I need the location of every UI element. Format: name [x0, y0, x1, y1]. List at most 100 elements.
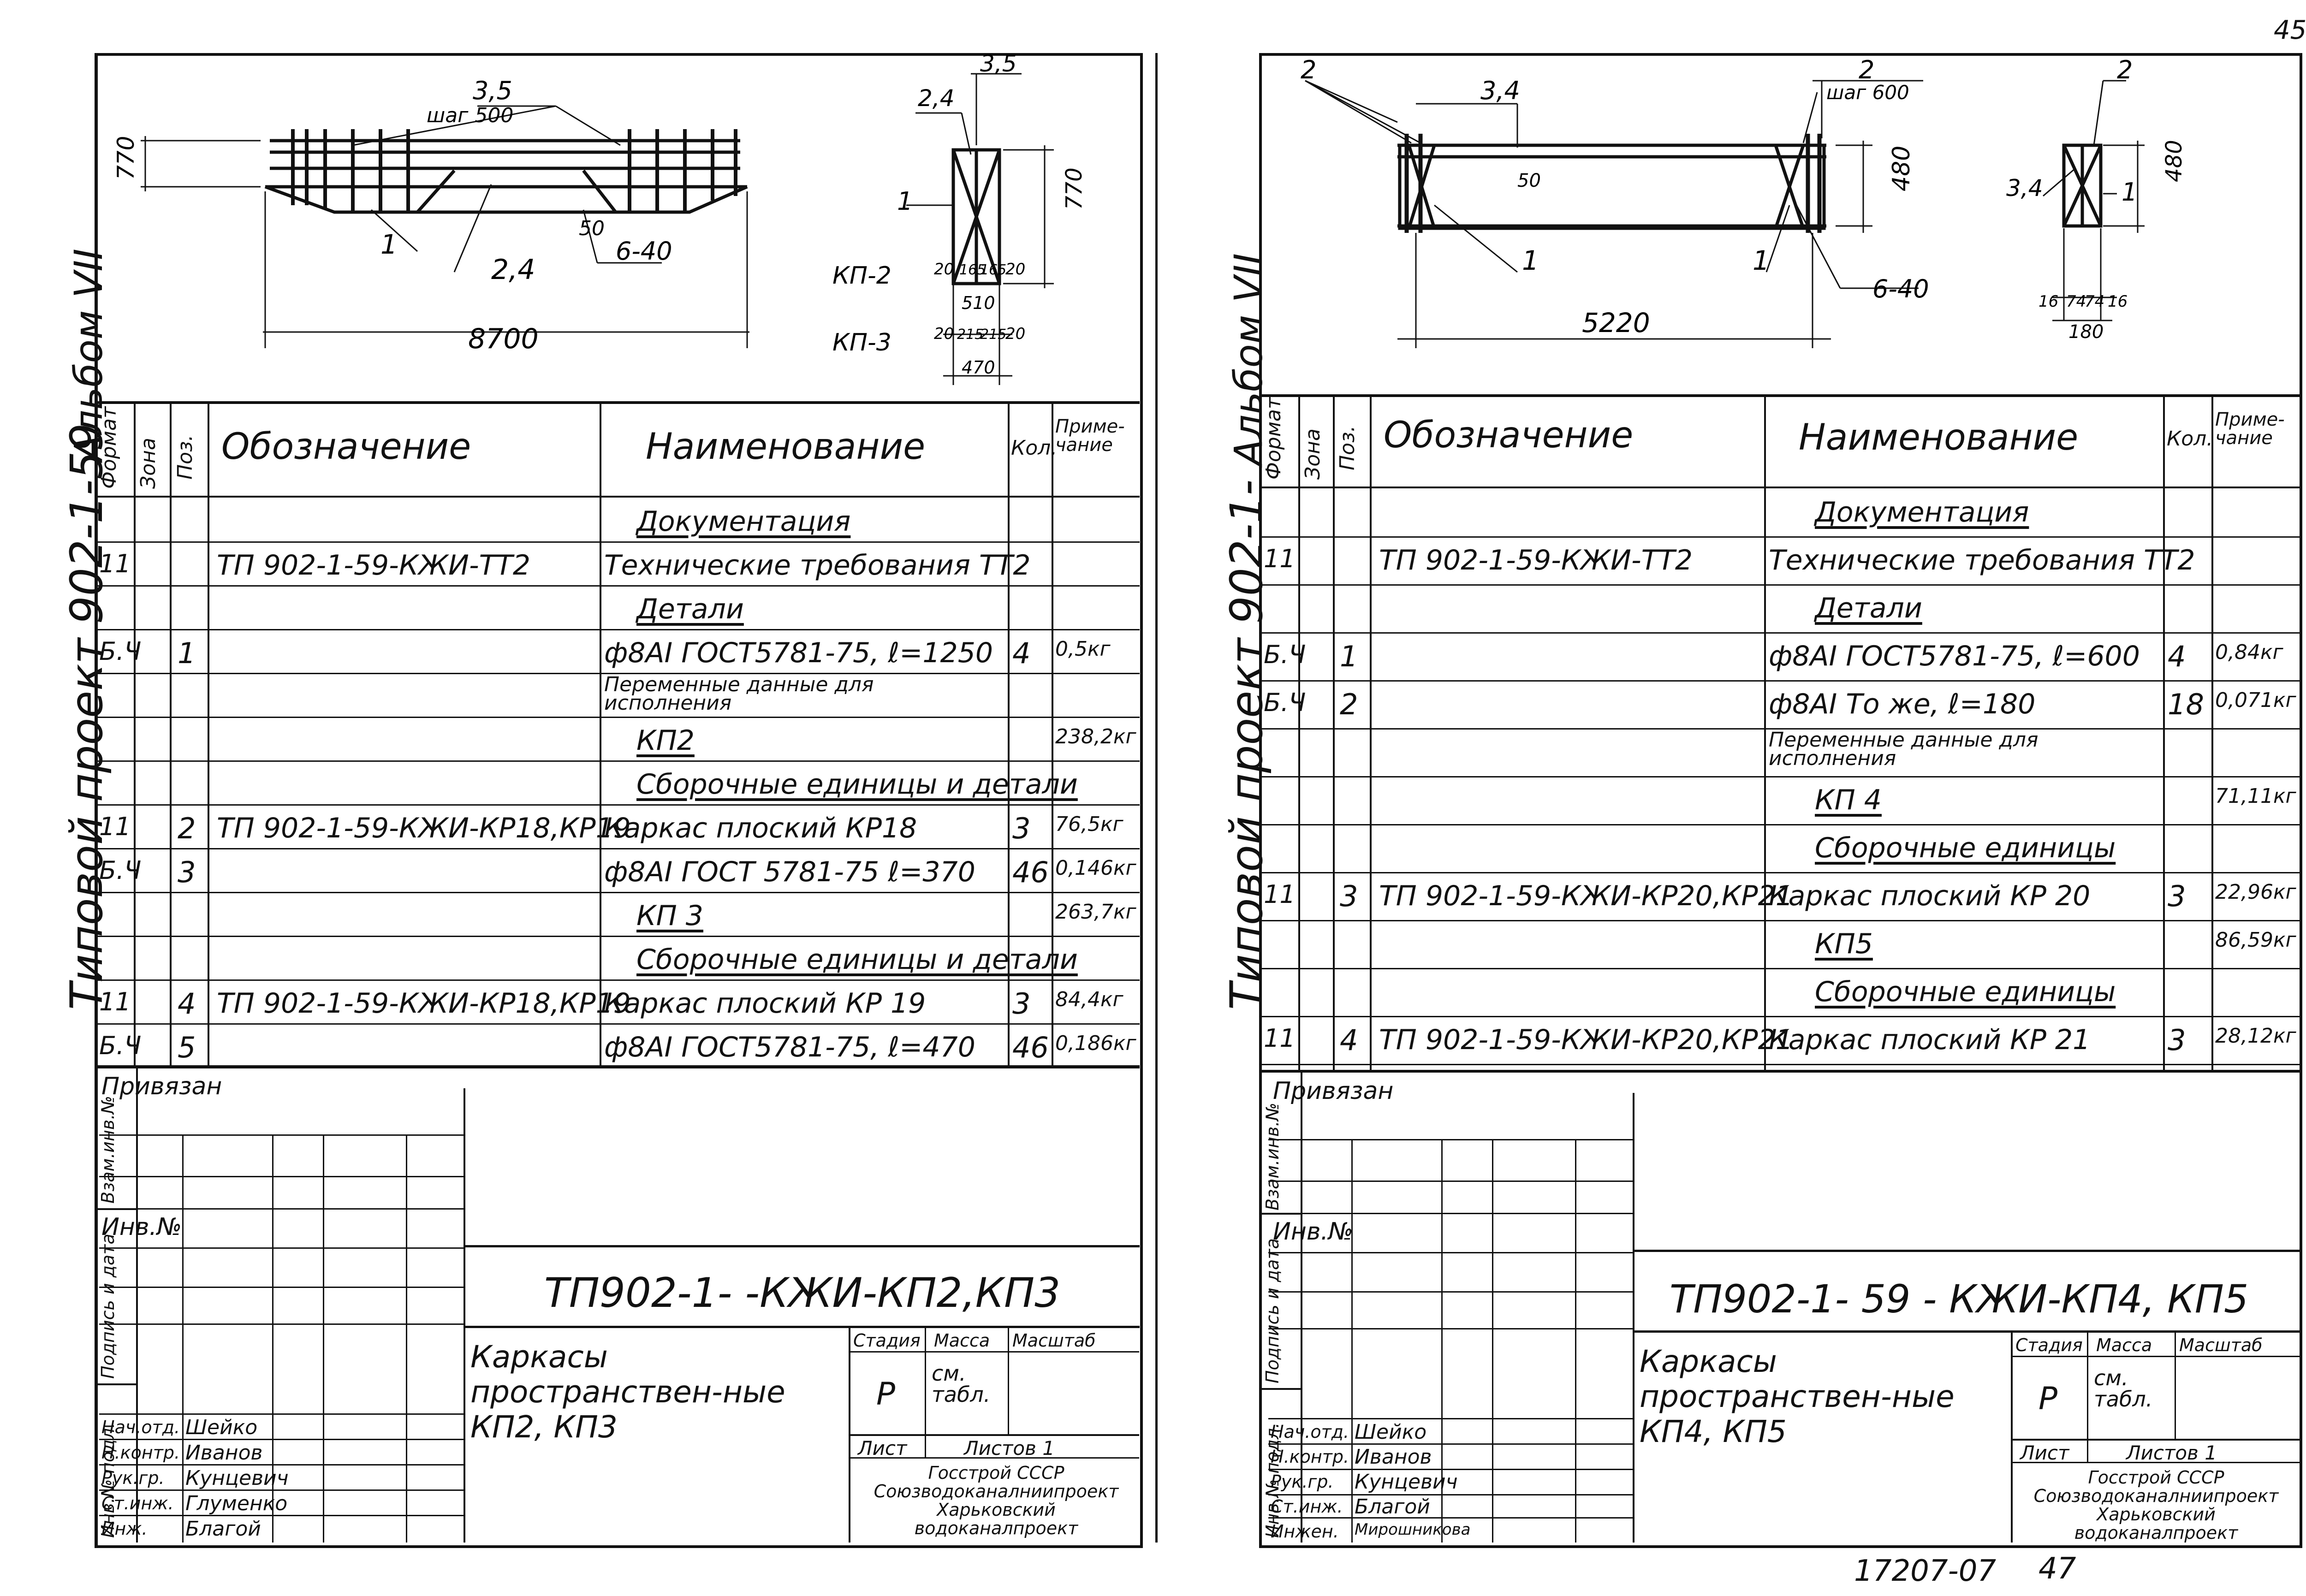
row-note: 71,11кг	[2215, 784, 2296, 808]
left-stamp-title: Каркасы пространствен-ные КП2, КП3	[470, 1339, 785, 1445]
left-scale-header: Масштаб	[1012, 1330, 1096, 1351]
right-header-name: Наименование	[1799, 417, 2079, 458]
row-qty: 3	[2168, 879, 2186, 913]
right-sheets-label: Листов 1	[2126, 1442, 2217, 1464]
row-pos: 5	[178, 1031, 196, 1064]
stamp-person-name: Благой	[185, 1517, 261, 1541]
left-stamp-code: ТП902-1- -КЖИ-КП2,КП3	[544, 1269, 1061, 1317]
row-name: Документация	[636, 505, 851, 538]
right-drawing: 2 3,4 2 шаг 600 50 480 1 1 6-40 5220 2	[1301, 55, 2187, 348]
table-row-line	[95, 892, 1140, 893]
row-name: ф8АI ГОСТ5781-75, ℓ=1250	[604, 637, 993, 669]
left-stamp-top	[95, 1065, 1140, 1068]
row-name: Детали	[1815, 592, 1922, 624]
right-stamp-code: ТП902-1- 59 - КЖИ-КП4, КП5	[1670, 1276, 2249, 1322]
right-scale-header: Масштаб	[2179, 1335, 2263, 1355]
row-name: Каркас плоский КР18	[604, 812, 917, 844]
stamp-role: Ст.инж.	[1271, 1496, 1343, 1517]
row-name: Технические требования ТТ2	[1769, 544, 2195, 576]
left-inv: Инв.№	[101, 1213, 182, 1241]
row-pos: 2	[178, 812, 196, 845]
row-name: КП5	[1815, 928, 1873, 960]
right-mass-value: см. табл.	[2094, 1365, 2153, 1412]
table-row-line	[1259, 632, 2300, 634]
row-pos: 4	[1340, 1023, 1358, 1057]
row-designation: ТП 902-1-59-КЖИ-КР18,КР19	[217, 987, 631, 1020]
row-designation: ТП 902-1-59-КЖИ-КР20,КР21	[1379, 1024, 1793, 1056]
row-name: Переменные данные для исполнения	[604, 673, 874, 715]
row-format: 11	[1264, 1024, 1296, 1053]
row-pos: 1	[178, 636, 196, 670]
left-frame	[95, 53, 1143, 1548]
left-stamp-grid	[99, 1088, 465, 1543]
left-header-qty: Кол.	[1011, 436, 1058, 460]
row-note: 0,186кг	[1055, 1032, 1136, 1055]
r-dim-6-40: 6-40	[1872, 274, 1929, 303]
row-designation: ТП 902-1-59-КЖИ-ТТ2	[217, 549, 531, 581]
r-dim-step: шаг 600	[1826, 81, 1909, 104]
r-dim-480: 480	[1888, 146, 1915, 191]
table-row-line	[1259, 584, 2300, 586]
table-row-line	[95, 541, 1140, 543]
row-note: 0,84кг	[2215, 641, 2283, 664]
stamp-person-name: Шейко	[185, 1416, 258, 1439]
kp2-d510: 510	[962, 293, 995, 313]
row-qty: 3	[2168, 1023, 2186, 1057]
row-name: Каркас плоский КР 20	[1769, 880, 2091, 912]
row-name: КП 4	[1815, 784, 1882, 816]
stamp-role: Нач.отд.	[101, 1417, 180, 1437]
row-name: Технические требования ТТ2	[604, 549, 1031, 581]
r-dim-2a: 2	[1301, 55, 1316, 84]
row-format: 11	[99, 987, 131, 1016]
stamp-role: Инж.	[101, 1519, 148, 1539]
right-inv: Инв.№	[1273, 1218, 1354, 1246]
row-name: КП 3	[636, 900, 703, 932]
table-row-line	[95, 717, 1140, 718]
kp2-d20a: 20	[934, 260, 954, 279]
left-sheets-label: Листов 1	[964, 1437, 1055, 1460]
left-table-head-line	[95, 496, 1140, 498]
row-name: КП2	[636, 724, 695, 757]
right-header-zone: Зона	[1301, 428, 1325, 480]
dim-770: 770	[113, 136, 139, 180]
row-name: Сборочные единицы и детали	[636, 943, 1078, 976]
right-privyazan: Привязан	[1273, 1077, 1394, 1105]
r-section-dim-3-4: 3,4	[2006, 175, 2043, 202]
r-d74b: 74	[2085, 292, 2104, 311]
table-row-line	[1259, 776, 2300, 777]
label-kp3: КП-3	[832, 329, 891, 356]
r-section-dim-480: 480	[2161, 140, 2187, 182]
label-kp2: КП-2	[832, 262, 891, 290]
left-privyazan: Привязан	[101, 1073, 222, 1100]
dim-pos-1: 1	[380, 229, 398, 260]
left-sheet-label: Лист	[858, 1437, 907, 1460]
kp3-d215a: 215	[957, 326, 983, 343]
dim-8700: 8700	[468, 323, 539, 355]
bottom-code: 17207-07	[1854, 1554, 1997, 1588]
stamp-role: Н.контр.	[101, 1442, 180, 1463]
row-name: Каркас плоский КР 21	[1769, 1024, 2091, 1056]
right-stamp-side	[1259, 1070, 1302, 1543]
right-header-qty: Кол.	[2167, 427, 2213, 451]
bottom-sheet-number: 47	[2039, 1552, 2076, 1586]
table-row-line	[95, 848, 1140, 849]
stamp-person-name: Шейко	[1355, 1420, 1427, 1444]
r-d16b: 16	[2108, 292, 2128, 311]
row-format: Б.Ч	[99, 1031, 142, 1060]
row-name: Сборочные единицы	[1815, 976, 2116, 1008]
table-row-line	[1259, 680, 2300, 682]
r-d180: 180	[2068, 321, 2104, 343]
row-format: 11	[99, 549, 131, 578]
r-dim-50: 50	[1517, 170, 1541, 191]
table-row-line	[1259, 728, 2300, 730]
stamp-person-name: Кунцевич	[185, 1466, 289, 1490]
table-row-line	[1259, 824, 2300, 825]
row-name: ф8АI ГОСТ5781-75, ℓ=600	[1769, 640, 2140, 672]
right-sheet-label: Лист	[2020, 1442, 2069, 1464]
kp3-d20c: 20	[934, 325, 954, 343]
row-designation: ТП 902-1-59-КЖИ-КР20,КР21	[1379, 880, 1793, 912]
kp3-d470: 470	[962, 357, 995, 378]
right-stage-value: Р	[2039, 1381, 2058, 1417]
left-mass-header: Масса	[934, 1330, 990, 1351]
row-note: 0,5кг	[1055, 637, 1111, 661]
